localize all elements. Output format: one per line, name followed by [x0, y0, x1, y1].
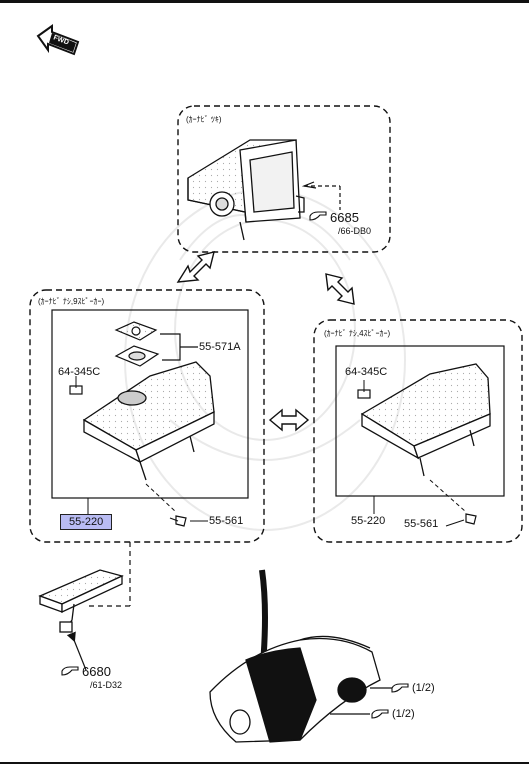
top-group-header: (ｶｰﾅﾋﾞ ﾂｷ) [186, 115, 222, 124]
double-arrow-top-right [325, 273, 355, 305]
double-arrow-top-left [176, 251, 215, 283]
right-console-panel [360, 363, 491, 477]
reference-hand-icon-top [309, 211, 327, 221]
left-screw-part [169, 515, 187, 527]
left-clip-part-label: 64-345C [58, 366, 101, 378]
double-arrow-middle [268, 408, 310, 432]
reference-hand-icon-dash-b [371, 709, 389, 719]
left-group-box [29, 289, 265, 543]
left-inner-frame [51, 309, 249, 499]
top-ref-sub: /66-DB0 [338, 226, 372, 236]
dash-ref-b: (1/2) [392, 708, 415, 720]
left-console-panel [82, 361, 215, 481]
right-screw-part-label: 55-561 [404, 518, 439, 530]
left-screw-part-label: 55-561 [209, 515, 244, 527]
right-screw-part [465, 513, 477, 525]
harness-ref-sub: /61-D32 [90, 680, 123, 690]
right-inner-frame [335, 345, 505, 497]
reference-hand-icon-harness [61, 666, 79, 676]
top-border [0, 0, 529, 3]
bottom-border [0, 762, 529, 764]
right-group-box [313, 319, 523, 543]
right-panel-part-label: 55-220 [351, 515, 386, 527]
left-group-header: (ｶｰﾅﾋﾞ ﾅｼ,9ｽﾋﾟｰｶｰ) [38, 297, 105, 306]
right-clip-part-label: 64-345C [345, 366, 388, 378]
top-group-box [177, 105, 391, 253]
wiring-harness-part [38, 569, 124, 633]
top-ref-code: 6685 [330, 210, 359, 225]
reference-hand-icon-dash-a [391, 683, 409, 693]
harness-ref-code: 6680 [82, 664, 111, 679]
left-speaker-part-label: 55-571A [199, 341, 241, 353]
fwd-arrow-icon [36, 24, 80, 56]
left-panel-part-label: 55-220 [60, 514, 113, 530]
speaker-grille-part [114, 321, 160, 367]
dashboard-illustration [209, 569, 381, 743]
dash-ref-a: (1/2) [412, 682, 435, 694]
right-group-header: (ｶｰﾅﾋﾞ ﾅｼ,4ｽﾋﾟｰｶｰ) [324, 329, 391, 338]
nav-display-unit [187, 139, 305, 241]
